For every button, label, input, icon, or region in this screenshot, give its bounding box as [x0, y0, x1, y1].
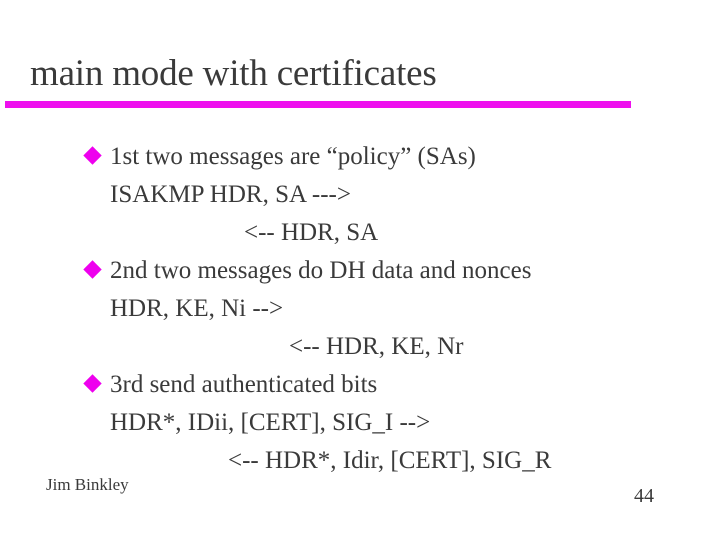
- message-line-initiator: HDR*, IDii, [CERT], SIG_I -->: [110, 409, 431, 436]
- message-line-initiator: ISAKMP HDR, SA --->: [110, 181, 351, 208]
- footer-author: Jim Binkley: [46, 475, 129, 494]
- bullet-label: 1st two messages are “policy” (SAs): [110, 143, 476, 170]
- bullet-label: 3rd send authenticated bits: [110, 371, 378, 398]
- title-underline-rule: [5, 101, 631, 108]
- slide-title-block: main mode with certificates: [0, 52, 720, 100]
- bullet-label: 2nd two messages do DH data and nonces: [110, 257, 532, 284]
- message-line-responder: <-- HDR, KE, Nr: [289, 333, 464, 360]
- bullet-group-2: 2nd two messages do DH data and nonces H…: [0, 252, 720, 366]
- bullet-group-1: 1st two messages are “policy” (SAs) ISAK…: [0, 138, 720, 252]
- message-line-responder: <-- HDR*, Idir, [CERT], SIG_R: [228, 447, 552, 474]
- slide-page-number: 44: [634, 485, 654, 507]
- bullet-group-3: 3rd send authenticated bits HDR*, IDii, …: [0, 366, 720, 480]
- slide-body: 1st two messages are “policy” (SAs) ISAK…: [0, 138, 720, 480]
- message-line-initiator: HDR, KE, Ni -->: [110, 295, 284, 322]
- page-title: main mode with certificates: [30, 53, 437, 94]
- bullet-item: 3rd send authenticated bits: [0, 366, 720, 404]
- bullet-item: 2nd two messages do DH data and nonces: [0, 252, 720, 290]
- message-line-responder: <-- HDR, SA: [244, 219, 379, 246]
- bullet-item: 1st two messages are “policy” (SAs): [0, 138, 720, 176]
